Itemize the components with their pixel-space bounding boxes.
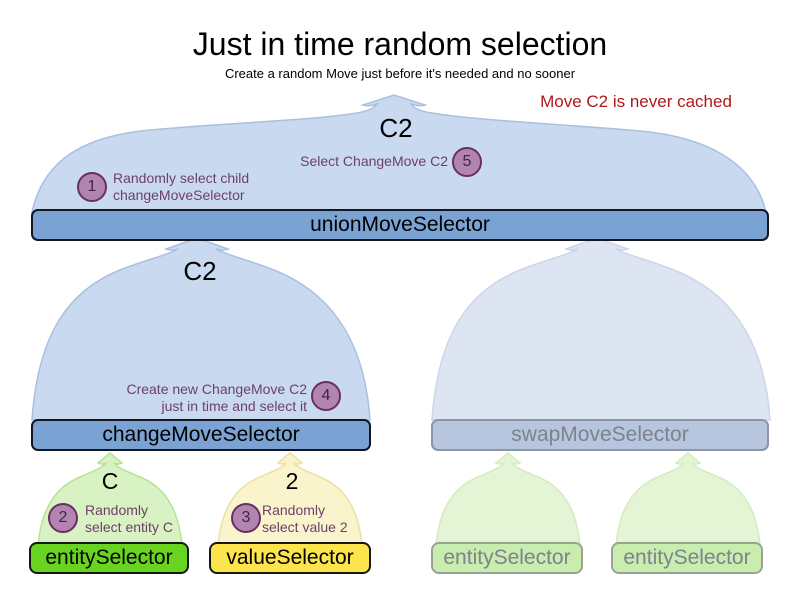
step-text-3: Randomly select value 2 (262, 502, 348, 535)
step-circle-2: 2 (48, 503, 78, 533)
step-circle-1: 1 (77, 172, 107, 202)
value-selector-label: valueSelector (226, 546, 354, 569)
entity-faded-arch-2-shape (615, 452, 761, 546)
swap-arch-shape (431, 237, 771, 421)
step-text-2: Randomly select entity C (85, 502, 173, 535)
page-title: Just in time random selection (192, 26, 608, 62)
step-circle-4: 4 (311, 381, 341, 411)
step-circle-5: 5 (452, 147, 482, 177)
step-text-1: Randomly select child changeMoveSelector (113, 170, 250, 203)
step-text-4: Create new ChangeMove C2 just in time an… (126, 381, 307, 414)
change-arch-shape (31, 237, 371, 421)
entity-selector-label: entitySelector (45, 546, 173, 569)
union-move-selector-label: unionMoveSelector (310, 213, 490, 236)
page-subtitle: Create a random Move just before it's ne… (224, 66, 576, 81)
entity-selector-faded-label-2: entitySelector (623, 546, 751, 569)
step-text-5: Select ChangeMove C2 (300, 153, 448, 169)
change-move-label: C2 (183, 256, 217, 286)
cache-note: Move C2 is never cached (540, 92, 732, 111)
value-selector-bar (209, 542, 371, 574)
step-circle-3: 3 (231, 503, 261, 533)
union-move-label: C2 (379, 113, 413, 143)
union-arch-shape (31, 94, 767, 213)
entity-selector-faded-label-1: entitySelector (443, 546, 571, 569)
entity-selector-faded-bar-1 (431, 542, 583, 574)
swap-move-selector-bar (431, 419, 769, 451)
entity-selector-faded-bar-2 (611, 542, 763, 574)
value-move-label: 2 (285, 468, 299, 494)
entity-move-label: C (101, 468, 119, 494)
entity-faded-arch-1-shape (435, 452, 581, 546)
union-move-selector-bar (31, 209, 769, 241)
change-move-selector-label: changeMoveSelector (102, 423, 300, 446)
swap-move-selector-label: swapMoveSelector (511, 423, 689, 446)
entity-selector-bar (29, 542, 189, 574)
change-move-selector-bar (31, 419, 371, 451)
